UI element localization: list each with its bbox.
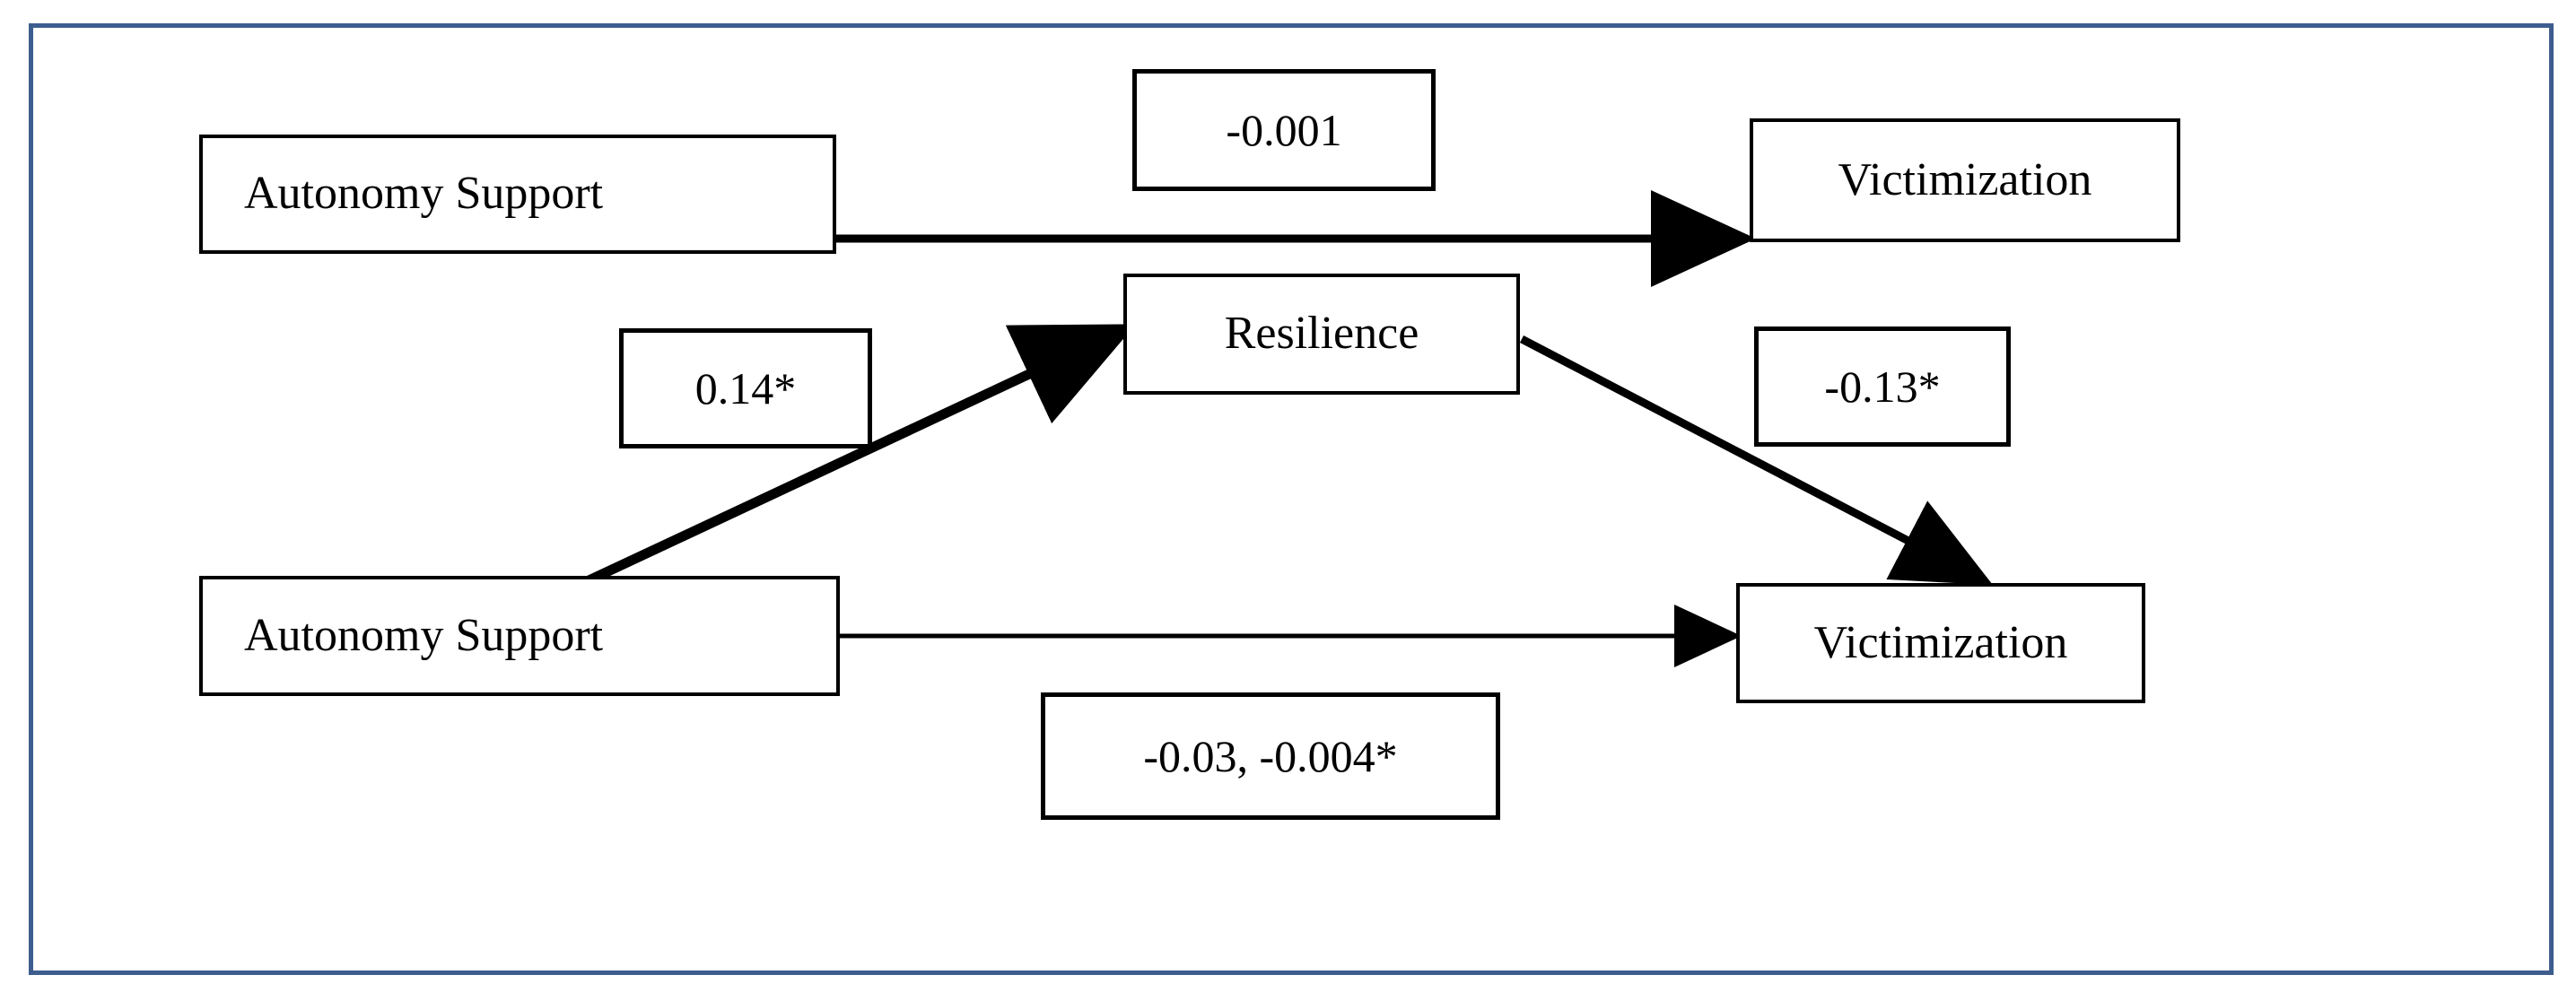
label-top-direct-coefficient: -0.001 [1132, 69, 1436, 191]
node-resilience: Resilience [1123, 274, 1520, 395]
node-label: Victimization [1813, 616, 2068, 668]
label-a-path-coefficient: 0.14* [619, 328, 872, 448]
node-bottom-victimization: Victimization [1736, 583, 2145, 703]
label-b-path-coefficient: -0.13* [1754, 326, 2011, 447]
node-label: Resilience [1224, 308, 1419, 360]
node-label: Autonomy Support [244, 609, 604, 661]
node-top-autonomy-support: Autonomy Support [199, 135, 836, 254]
label-indirect-effect-coefficient: -0.03, -0.004* [1041, 692, 1500, 820]
coefficient-value: 0.14* [694, 362, 797, 413]
node-label: Victimization [1838, 153, 2092, 205]
node-label: Autonomy Support [244, 168, 604, 220]
coefficient-value: -0.13* [1824, 361, 1941, 412]
node-top-victimization: Victimization [1750, 118, 2180, 242]
coefficient-value: -0.001 [1226, 104, 1342, 155]
node-bottom-autonomy-support: Autonomy Support [199, 576, 840, 696]
coefficient-value: -0.03, -0.004* [1143, 730, 1398, 781]
